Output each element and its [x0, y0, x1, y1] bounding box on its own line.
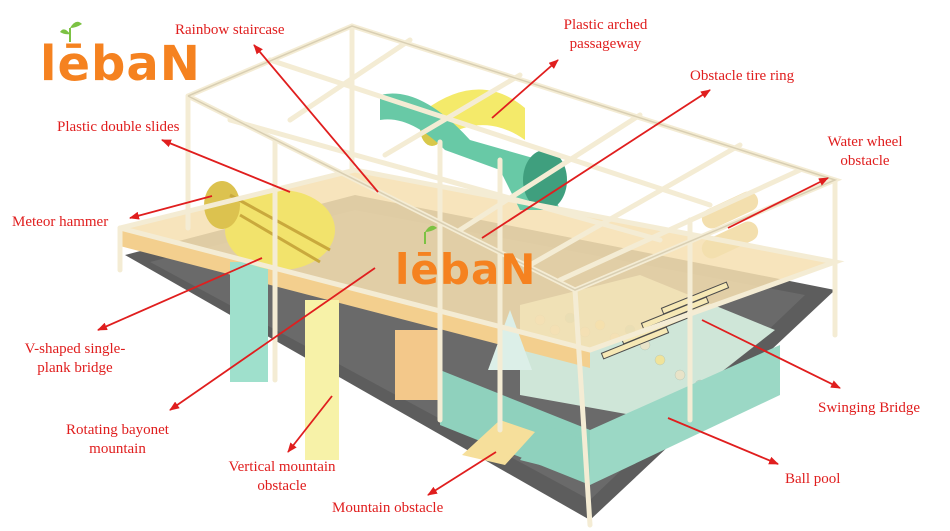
arrow-rotating-mountain — [169, 267, 376, 411]
label-line: V-shaped single- — [24, 341, 126, 357]
green-tube-slide — [380, 93, 567, 210]
arrow-obstacle-tire-ring — [481, 89, 711, 239]
pastel-column-3 — [395, 330, 440, 400]
label-line: Plastic arched — [563, 17, 648, 33]
label-line: Water wheel — [827, 134, 903, 150]
label-line: obstacle — [840, 153, 890, 169]
label-rotating-bayonet-mountain: Rotating bayonet mountain — [50, 421, 185, 459]
sprout-icon-center — [424, 225, 437, 244]
arrow-mountain-obstacle — [427, 451, 497, 496]
label-rainbow-staircase: Rainbow staircase — [175, 22, 285, 38]
label-line: mountain — [89, 441, 146, 457]
label-v-shaped-bridge: V-shaped single- plank bridge — [10, 340, 140, 378]
pastel-column-1 — [230, 262, 268, 382]
callout-arrows — [97, 44, 841, 496]
arrow-rainbow-staircase — [253, 44, 379, 193]
label-water-wheel-obstacle: Water wheel obstacle — [815, 133, 915, 171]
label-line: Vertical mountain — [228, 459, 336, 475]
label-line: Rotating bayonet — [66, 422, 169, 438]
label-line: obstacle — [257, 478, 307, 494]
arrow-v-bridge — [97, 257, 263, 331]
label-line: plank bridge — [37, 360, 113, 376]
label-swinging-bridge: Swinging Bridge — [818, 400, 921, 416]
label-line: passageway — [569, 36, 642, 52]
label-obstacle-tire-ring: Obstacle tire ring — [690, 68, 795, 84]
label-vertical-mountain-obstacle: Vertical mountain obstacle — [213, 458, 351, 496]
sprout-icon — [60, 21, 82, 42]
label-plastic-arched-passageway: Plastic arched passageway — [548, 16, 663, 54]
arrow-plastic-double-slides — [161, 139, 291, 193]
mountain-obstacle-shape — [462, 420, 535, 465]
label-meteor-hammer: Meteor hammer — [12, 214, 109, 230]
arrow-vertical-mountain — [287, 395, 333, 453]
label-ball-pool: Ball pool — [785, 471, 841, 487]
pastel-column-2 — [305, 300, 339, 460]
label-mountain-obstacle: Mountain obstacle — [332, 500, 444, 516]
base-wall-right — [590, 345, 780, 485]
mountain-obstacle-shape-2 — [520, 425, 585, 470]
brand-logo-center: lēbaN — [395, 245, 537, 294]
brand-logo: lēbaN — [40, 36, 201, 92]
arrow-plastic-arched — [491, 59, 559, 119]
arrow-water-wheel — [727, 177, 829, 229]
arrow-meteor-hammer — [129, 195, 213, 220]
label-plastic-double-slides: Plastic double slides — [57, 119, 180, 135]
arrow-swinging-bridge — [701, 319, 841, 389]
arrow-ball-pool — [667, 417, 779, 465]
